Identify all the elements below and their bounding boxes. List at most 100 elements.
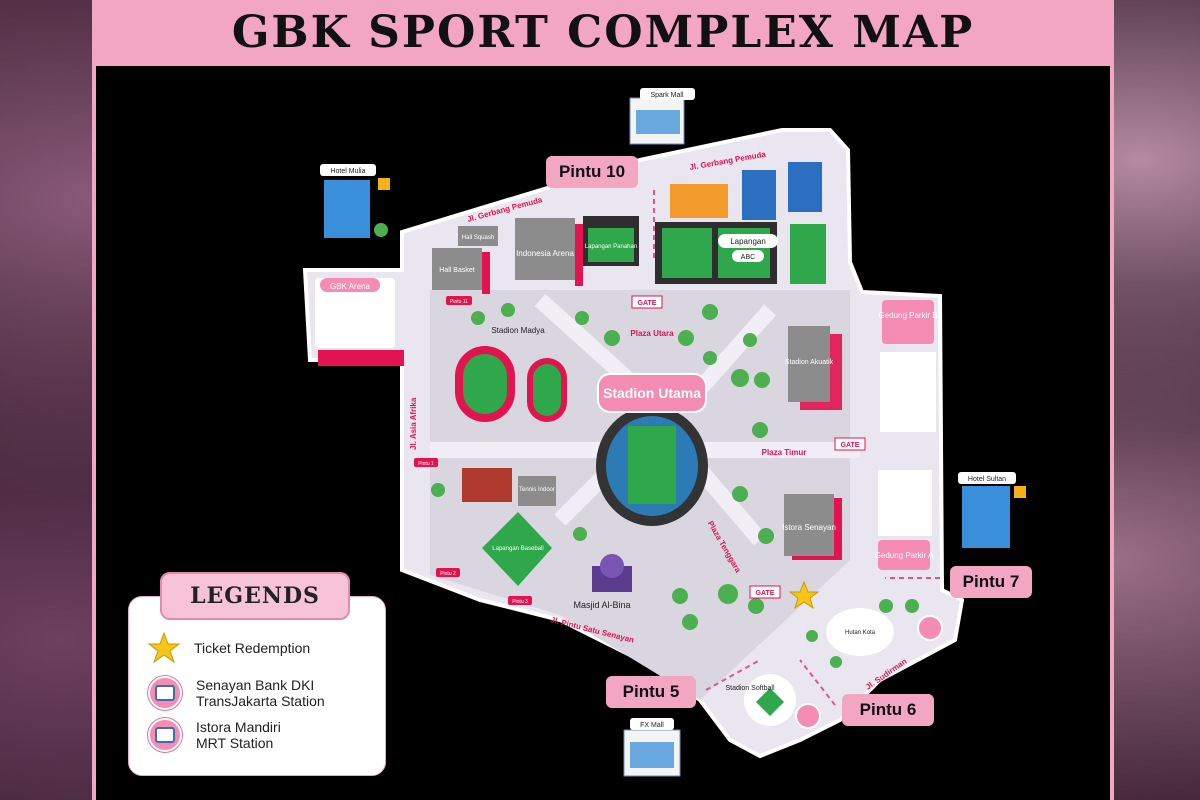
- gbk-arena-tag: [320, 278, 380, 292]
- small-gates: Pintu 11 Pintu 1 Pintu 2 Pintu 3: [414, 296, 532, 605]
- blue-court-2: [788, 162, 822, 212]
- stadion-utama-tag: [597, 373, 707, 413]
- gbk-arena-base: [318, 350, 404, 366]
- hutan-kota[interactable]: [826, 608, 894, 656]
- bus-station-icon: [148, 676, 182, 710]
- stadion-utama-pitch: [628, 426, 676, 504]
- parking-a-lot: [878, 470, 932, 536]
- pintu-1-label: Pintu 1: [418, 461, 434, 467]
- legend-header: LEGENDS: [160, 572, 350, 620]
- madya-field-2: [533, 364, 561, 416]
- spark-mall-windows: [636, 110, 680, 134]
- pintu-11-label: Pintu 11: [450, 299, 468, 305]
- indonesia-arena-shadow: [575, 224, 583, 286]
- hotel-mulia-h-icon: [378, 178, 390, 190]
- hutan-kota-label: Hutan Kota: [845, 630, 876, 636]
- plaza-utara-label: Plaza Utara: [630, 329, 674, 338]
- legend-title: LEGENDS: [190, 583, 320, 609]
- masjid-label: Masjid Al-Bina: [573, 600, 630, 610]
- hall-basket[interactable]: [432, 248, 482, 290]
- stadion-utama-label: Stadion Utama: [603, 385, 701, 401]
- blue-court-1: [742, 170, 776, 220]
- pintu-3-label: Pintu 3: [512, 599, 528, 605]
- spark-mall-label: Spark Mall: [650, 92, 684, 99]
- hall-squash-label: Hall Squash: [462, 235, 494, 241]
- stadion-madya-field: [463, 354, 507, 414]
- entrance-pintu-10[interactable]: Pintu 10: [546, 156, 638, 188]
- softball-field: [756, 688, 784, 716]
- pintu-6-label: Pintu 6: [859, 700, 917, 719]
- indonesia-arena-label: Indonesia Arena: [516, 249, 574, 258]
- gbk-arena-label: GBK Arena: [330, 282, 371, 291]
- gbk-arena[interactable]: [315, 278, 395, 348]
- ticket-redemption-star-icon[interactable]: [788, 580, 820, 610]
- panahan-field: [588, 228, 634, 262]
- stadion-softball-label: Stadion Softball: [725, 685, 774, 692]
- gedung-parkir-b[interactable]: [882, 300, 934, 344]
- lapangan-panahan-label: Lapangan Panahan: [585, 244, 637, 250]
- lapangan-baseball[interactable]: [482, 512, 552, 586]
- fx-mall-windows: [630, 742, 674, 768]
- gate-east-label: GATE: [841, 442, 860, 449]
- hotel-sultan-label: Hotel Sultan: [968, 476, 1006, 483]
- tennis-courts: [462, 468, 512, 502]
- gate-north-label: GATE: [638, 300, 657, 307]
- abc-tag: [718, 234, 778, 248]
- title-bar: GBK SPORT COMPLEX MAP: [92, 0, 1114, 64]
- path-entrances: [705, 577, 940, 706]
- hall-basket-label: Hall Basket: [439, 267, 474, 274]
- abc-label: ABC: [741, 254, 755, 261]
- trees: [431, 303, 919, 668]
- gedung-parkir-b-label: Gedung Parkir B: [878, 311, 937, 320]
- tennis-indoor-label: Tennis Indoor: [519, 487, 555, 493]
- stadion-akuatik-label: Stadion Akuatik: [785, 359, 834, 366]
- pintu-10-label: Pintu 10: [558, 162, 626, 181]
- istora-senayan[interactable]: [784, 494, 834, 556]
- gate-southeast-label: GATE: [756, 590, 775, 597]
- gedung-parkir-a-label: Gedung Parkir A: [875, 551, 934, 560]
- akuatik-top: [788, 326, 830, 402]
- entrance-pintu-6[interactable]: Pintu 6: [842, 694, 934, 726]
- hall-squash[interactable]: [458, 226, 498, 246]
- gate-signs: GATE GATE GATE: [631, 295, 866, 599]
- pintu-7-label: Pintu 7: [962, 572, 1020, 591]
- stadion-madya-label: Stadion Madya: [491, 326, 545, 335]
- star-icon: [148, 632, 180, 664]
- mrt-station-icon[interactable]: [795, 703, 821, 729]
- pintu-5-label: Pintu 5: [622, 682, 680, 701]
- lapangan-baseball-label: Lapangan Baseball: [492, 546, 543, 552]
- green-court: [790, 224, 826, 284]
- legend-item-mrt: Istora Mandiri MRT Station: [148, 718, 281, 752]
- gedung-parkir-a[interactable]: [878, 540, 930, 570]
- abc-field-1: [662, 228, 712, 278]
- legend-label-mrt: Istora Mandiri MRT Station: [196, 719, 281, 751]
- entrance-pintu-5[interactable]: Pintu 5: [606, 676, 696, 708]
- hotel-sultan-tag: [958, 472, 1016, 484]
- tree-icon: [374, 223, 388, 237]
- legend-label-busway: Senayan Bank DKI TransJakarta Station: [196, 677, 325, 709]
- fx-mall-label: FX Mall: [640, 722, 664, 729]
- hotel-sultan-h-icon: [1014, 486, 1026, 498]
- legend-label-ticket: Ticket Redemption: [194, 640, 311, 656]
- hall-basket-shadow: [482, 252, 490, 294]
- masjid-dome: [600, 554, 624, 578]
- parking-b-lot: [880, 352, 936, 432]
- page-title: GBK SPORT COMPLEX MAP: [231, 6, 975, 58]
- hotel-mulia-tag: [320, 164, 376, 176]
- mrt-station-icon: [148, 718, 182, 752]
- abc-subtag: [732, 250, 764, 262]
- hotel-mulia[interactable]: [324, 180, 370, 238]
- walkways: [430, 294, 860, 546]
- hotel-sultan[interactable]: [962, 486, 1010, 548]
- hotel-mulia-label: Hotel Mulia: [330, 168, 365, 175]
- tennis-indoor[interactable]: [518, 476, 556, 506]
- indonesia-arena[interactable]: [515, 218, 575, 280]
- busway-station-icon[interactable]: [917, 615, 943, 641]
- lapangan-abc-label: Lapangan: [730, 237, 766, 246]
- entrance-pintu-7[interactable]: Pintu 7: [950, 566, 1032, 598]
- spark-mall-tag: [640, 88, 695, 100]
- plaza-timur-label: Plaza Timur: [762, 448, 807, 457]
- legend-item-ticket: Ticket Redemption: [148, 632, 310, 664]
- istora-senayan-label: Istora Senayan: [782, 523, 836, 532]
- pintu-2-label: Pintu 2: [440, 571, 456, 577]
